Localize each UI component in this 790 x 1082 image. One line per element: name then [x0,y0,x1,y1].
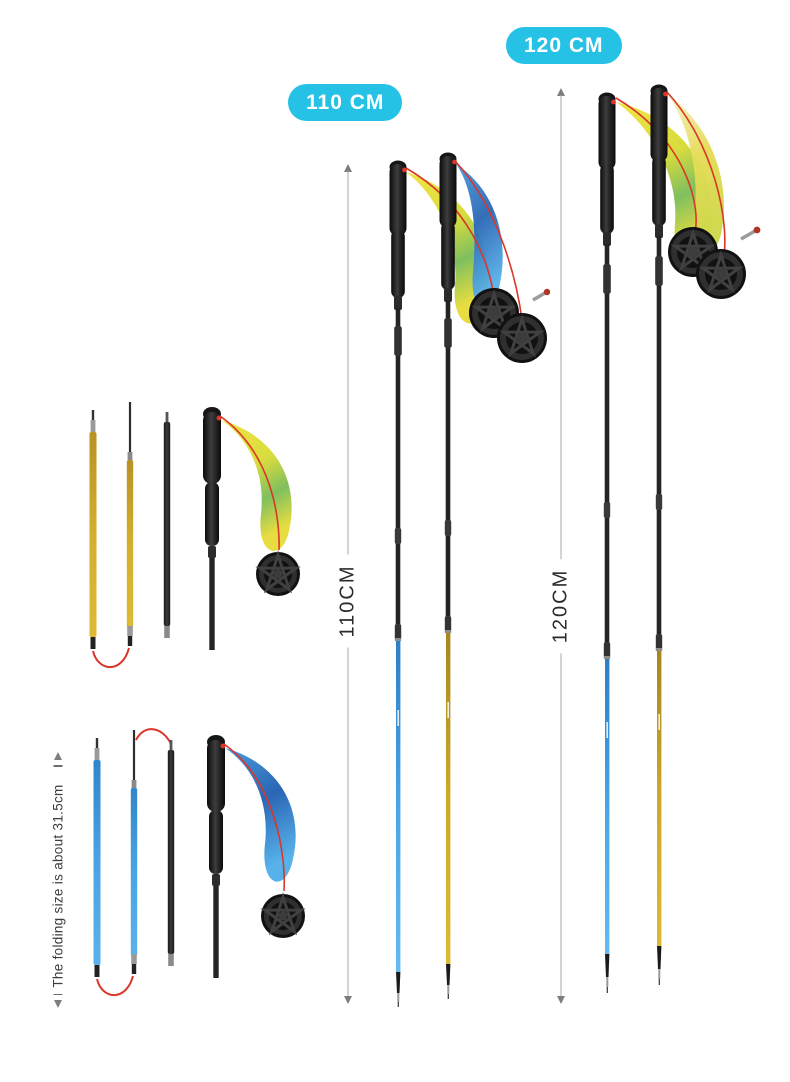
arrow-down-icon [556,996,565,1004]
arrow-down-icon [343,996,352,1004]
wrist-strap [615,91,726,264]
badge-110cm: 110 CM [288,84,403,121]
arrow-up-icon [343,164,352,172]
wrist-strap [405,161,523,324]
strap-cord [219,415,280,551]
strap-cord [455,161,523,321]
folded-segment-3 [167,740,175,966]
folded-poles-yellow-image [89,402,301,668]
connecting-cord [96,975,134,996]
trekking-pole-blue [598,92,616,993]
arrow-up-icon [556,88,565,96]
folded-segment-3 [163,412,171,638]
folded-poles-blue-image [93,728,306,996]
dimension-label-110: 110CM [332,554,363,648]
dimension-tick [53,765,62,767]
tip-protector [740,226,761,241]
connecting-cord [135,728,172,745]
folded-grip [203,407,222,650]
folding-dimension: The folding size is about 31.5cm [50,752,65,1008]
folded-segment-1 [93,738,101,977]
pole-basket [696,249,746,299]
arrow-up-icon [53,752,62,760]
strap-cord [615,97,697,241]
strap-cord [405,167,495,299]
tip-protector [532,288,550,302]
dimension-tick [53,993,62,995]
trekking-pole-yellow [650,84,668,985]
connecting-cord [92,647,130,668]
pole-basket [469,288,519,338]
pole-basket [255,550,301,596]
arrow-down-icon [53,1000,62,1008]
folded-segment-2 [130,730,138,974]
folding-size-label: The folding size is about 31.5cm [50,784,65,988]
wrist-strap [219,415,292,551]
dimension-line [560,95,561,997]
pole-pair-120-image [598,84,761,993]
dimension-120: 120CM [545,88,576,1004]
pole-basket [260,892,306,938]
wrist-strap [223,743,296,892]
folded-segment-2 [126,402,134,646]
pole-basket [497,313,547,363]
folded-segment-1 [89,410,97,649]
strap-cord [223,743,286,892]
trekking-pole-blue [389,160,407,1007]
trekking-pole-yellow [439,152,457,999]
strap-cord [666,91,726,263]
badge-120cm: 120 CM [506,27,622,64]
pole-pair-110-image [389,152,550,1007]
dimension-110: 110CM [332,164,363,1004]
folded-grip [207,735,226,978]
